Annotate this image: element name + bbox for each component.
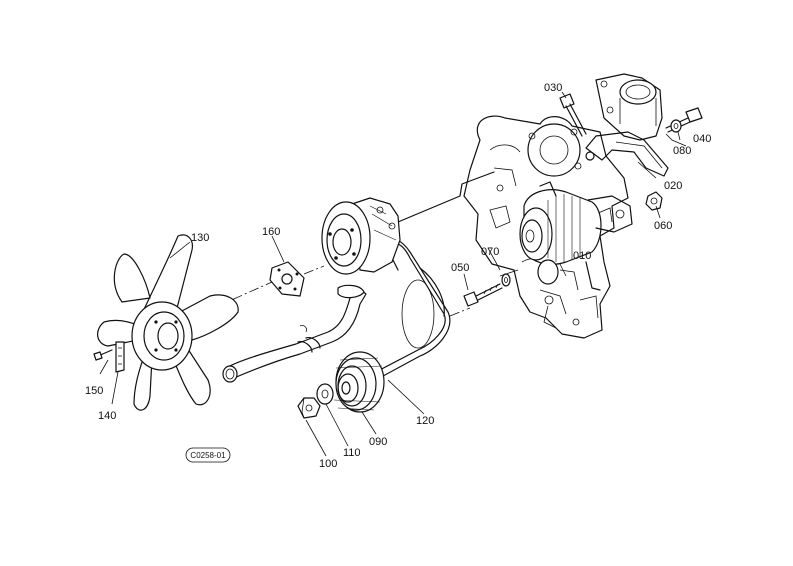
bolt-050 [463,283,503,307]
part-label-070: 070 [481,246,499,258]
alternator [499,181,633,291]
part-label-060: 060 [654,220,672,232]
part-label-080: 080 [673,145,691,157]
part-label-140: 140 [98,410,116,422]
bolt-030 [559,93,587,137]
drawing-code: C0258-01 [190,451,226,460]
leader-lines [99,91,687,457]
engine-block [397,115,629,339]
part-labels: 010 020 030 040 050 060 070 080 090 100 … [85,82,711,470]
nut-060 [645,191,663,211]
part-label-100: 100 [319,458,337,470]
part-label-010: 010 [573,250,591,262]
part-label-020: 020 [664,180,682,192]
water-pump-pulley [321,197,401,275]
thermostat-housing [595,73,663,141]
nut-100 [297,397,321,419]
water-hose [222,284,367,383]
clip-140 [115,341,125,373]
washer-070 [501,273,511,287]
part-label-050: 050 [451,262,469,274]
washer-110 [316,383,334,405]
part-label-030: 030 [544,82,562,94]
part-label-160: 160 [262,226,280,238]
washer-080 [670,119,682,133]
part-label-130: 130 [191,232,209,244]
drawing-code-tag: C0258-01 [185,447,231,463]
crank-pulley [333,351,385,413]
part-label-120: 120 [416,415,434,427]
part-label-040: 040 [693,133,711,145]
screw-150 [93,349,113,361]
part-label-090: 090 [369,436,387,448]
spacer-160 [269,261,305,297]
cooling-fan [97,234,239,411]
part-label-150: 150 [85,385,103,397]
part-label-110: 110 [343,447,361,459]
adjusting-bracket [585,131,669,177]
